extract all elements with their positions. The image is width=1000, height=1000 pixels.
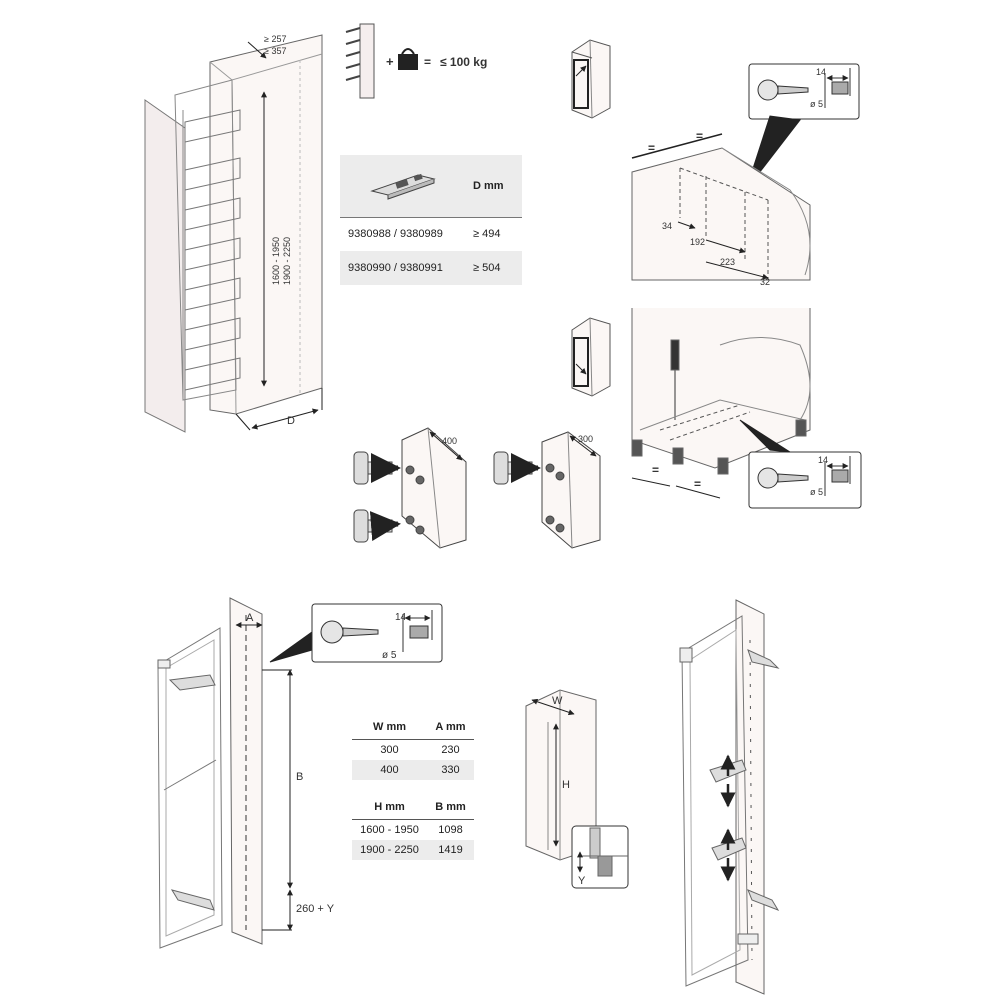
hinge-width-300: 300 — [578, 434, 593, 444]
cabinet-top-mount-icon — [571, 39, 611, 119]
dim-32: 32 — [760, 277, 770, 287]
cabinet-h-label: H — [562, 779, 570, 791]
load-equals: = — [424, 55, 431, 69]
drill-diameter-bottom: ø 5 — [810, 487, 823, 497]
table-row: 400 330 — [352, 760, 474, 780]
hinge-detail-300 — [493, 431, 601, 549]
equal-mark-2: = — [696, 129, 703, 143]
product-row: 9380988 / 9380989 ≥ 494 — [340, 217, 522, 251]
product-depth-table: D mm 9380988 / 9380989 ≥ 494 9380990 / 9… — [340, 155, 522, 285]
wa-cell-a: 230 — [427, 739, 474, 760]
drill-callout-top — [745, 63, 860, 191]
wa-header-w: W mm — [352, 715, 427, 740]
width-a-table: W mm A mm 300 230 400 330 — [352, 715, 474, 780]
table-row: 1600 - 1950 1098 — [352, 819, 474, 840]
drill-diameter-frame: ø 5 — [382, 650, 397, 661]
wa-header-a: A mm — [427, 715, 474, 740]
hb-header-row: H mm B mm — [352, 795, 474, 820]
depth-label: D — [287, 415, 295, 427]
hinge-width-400: 400 — [442, 436, 457, 446]
frame-bottom-label: 260 + Y — [296, 903, 335, 915]
wa-cell-w: 400 — [352, 760, 427, 780]
basket-stack-icon — [345, 23, 375, 99]
table-row: 1900 - 2250 1419 — [352, 840, 474, 860]
height-b-table: H mm B mm 1600 - 1950 1098 1900 - 2250 1… — [352, 795, 474, 860]
wa-cell-a: 330 — [427, 760, 474, 780]
weight-icon — [398, 48, 418, 70]
equal-mark-1: = — [648, 141, 655, 155]
cabinet-bottom-plan — [631, 308, 811, 499]
drill-depth-bottom: 14 — [818, 455, 828, 465]
product-depth: ≥ 494 — [473, 228, 501, 241]
wa-header-row: W mm A mm — [352, 715, 474, 740]
runner-product-icon — [369, 174, 436, 200]
hb-header-h: H mm — [352, 795, 427, 820]
equal-mark-3: = — [652, 463, 659, 477]
hb-header-b: B mm — [427, 795, 474, 820]
tall-cabinet-illustration — [144, 34, 323, 433]
min-width-label-1: ≥ 257 — [264, 34, 286, 44]
product-row: 9380990 / 9380991 ≥ 504 — [340, 251, 522, 285]
pullout-frame-illustration — [157, 597, 313, 949]
product-code: 9380988 / 9380989 — [348, 228, 443, 241]
hb-cell-b: 1419 — [427, 840, 474, 860]
height-range-label-2: 1900 - 2250 — [282, 237, 292, 285]
cabinet-top-plan — [631, 133, 811, 281]
cabinet-y-label: Y — [578, 875, 586, 887]
equal-mark-4: = — [694, 477, 701, 491]
drill-callout-frame — [311, 603, 443, 663]
hb-cell-h: 1600 - 1950 — [352, 819, 427, 840]
product-code: 9380990 / 9380991 — [348, 262, 443, 274]
drill-depth-top: 14 — [816, 67, 826, 77]
frame-adjustment-illustration — [679, 599, 780, 995]
product-table-header-row: D mm — [340, 155, 522, 217]
table-row: 300 230 — [352, 739, 474, 760]
hinge-detail-400 — [353, 427, 467, 549]
product-image-cell — [340, 155, 465, 217]
product-table-header: D mm — [473, 179, 504, 192]
cabinet-bottom-mount-icon — [571, 317, 611, 397]
min-width-label-2: ≥ 357 — [264, 46, 286, 56]
wa-cell-w: 300 — [352, 739, 427, 760]
load-plus: + — [386, 54, 394, 69]
drill-callout-bottom — [739, 419, 862, 509]
drill-diameter-top: ø 5 — [810, 99, 823, 109]
dim-192: 192 — [690, 237, 705, 247]
drill-depth-frame: 14 — [395, 612, 407, 623]
load-capacity: ≤ 100 kg — [440, 55, 487, 69]
cabinet-w-label: W — [552, 695, 563, 707]
dim-34: 34 — [662, 221, 672, 231]
hb-cell-h: 1900 - 2250 — [352, 840, 427, 860]
cabinet-outline-dims — [525, 689, 629, 889]
frame-b-label: B — [296, 771, 303, 783]
product-depth: ≥ 504 — [473, 262, 501, 274]
height-range-label-1: 1600 - 1950 — [271, 237, 281, 285]
frame-a-label: A — [246, 612, 254, 624]
dim-223: 223 — [720, 257, 735, 267]
hb-cell-b: 1098 — [427, 819, 474, 840]
